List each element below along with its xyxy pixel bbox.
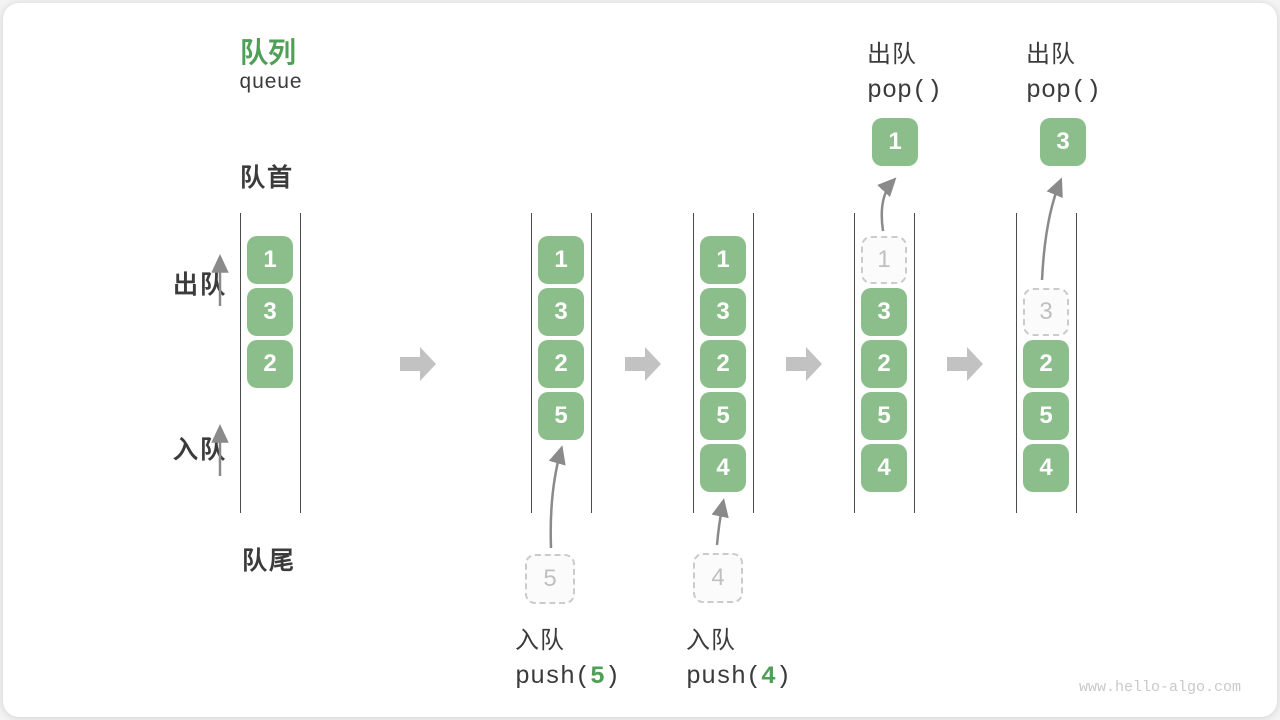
op-arg: 4	[761, 662, 777, 691]
queue-element: 4	[700, 444, 746, 492]
op-label-push-5: 入队 push(5)	[515, 620, 620, 691]
removed-element-placeholder: 1	[861, 236, 907, 284]
label-dequeue-direction: 出队	[173, 271, 228, 299]
queue-element: 3	[700, 288, 746, 336]
queue-element: 2	[700, 340, 746, 388]
queue-element: 4	[1023, 444, 1069, 492]
op-name: 入队	[686, 627, 736, 654]
op-name: 出队	[867, 41, 917, 68]
queue-state-5: 3 2 5 4	[1016, 213, 1077, 513]
arrows-overlay	[211, 177, 1063, 549]
queue-element: 3	[247, 288, 293, 336]
queue-state-3: 1 3 2 5 4	[693, 213, 754, 513]
queue-element: 3	[538, 288, 584, 336]
popped-element: 1	[872, 118, 918, 166]
title-chinese: 队列	[240, 37, 297, 68]
queue-element: 5	[861, 392, 907, 440]
watermark: www.hello-algo.com	[1079, 679, 1242, 696]
op-label-pop-2: 出队 pop()	[1026, 34, 1101, 105]
queue-state-2: 1 3 2 5	[531, 213, 592, 513]
queue-element: 2	[861, 340, 907, 388]
incoming-element-placeholder: 5	[525, 554, 575, 604]
title-english: queue	[239, 72, 303, 95]
op-code: pop()	[1026, 76, 1102, 105]
queue-element: 1	[538, 236, 584, 284]
queue-state-4: 1 3 2 5 4	[854, 213, 915, 513]
op-label-push-4: 入队 push(4)	[686, 620, 791, 691]
queue-element: 1	[247, 236, 293, 284]
label-enqueue-direction: 入队	[173, 436, 228, 464]
op-code: push(5)	[515, 662, 621, 691]
queue-element: 5	[538, 392, 584, 440]
queue-element: 3	[861, 288, 907, 336]
popped-element: 3	[1040, 118, 1086, 166]
removed-element-placeholder: 3	[1023, 288, 1069, 336]
op-code: push(4)	[686, 662, 792, 691]
queue-element: 1	[700, 236, 746, 284]
queue-element: 2	[1023, 340, 1069, 388]
queue-element: 2	[538, 340, 584, 388]
queue-element: 2	[247, 340, 293, 388]
op-name: 出队	[1026, 41, 1076, 68]
diagram-card: 队列 queue 队首 队尾 出队 入队 1 3 2 1 3 2 5 1 3 2…	[3, 3, 1277, 717]
label-queue-rear: 队尾	[242, 547, 297, 575]
op-label-pop-1: 出队 pop()	[867, 34, 942, 105]
label-queue-front: 队首	[240, 164, 295, 192]
op-code: pop()	[867, 76, 943, 105]
queue-state-1: 1 3 2	[240, 213, 301, 513]
incoming-element-placeholder: 4	[693, 553, 743, 603]
queue-element: 5	[700, 392, 746, 440]
queue-element: 4	[861, 444, 907, 492]
queue-element: 5	[1023, 392, 1069, 440]
op-arg: 5	[590, 662, 606, 691]
op-name: 入队	[515, 627, 565, 654]
